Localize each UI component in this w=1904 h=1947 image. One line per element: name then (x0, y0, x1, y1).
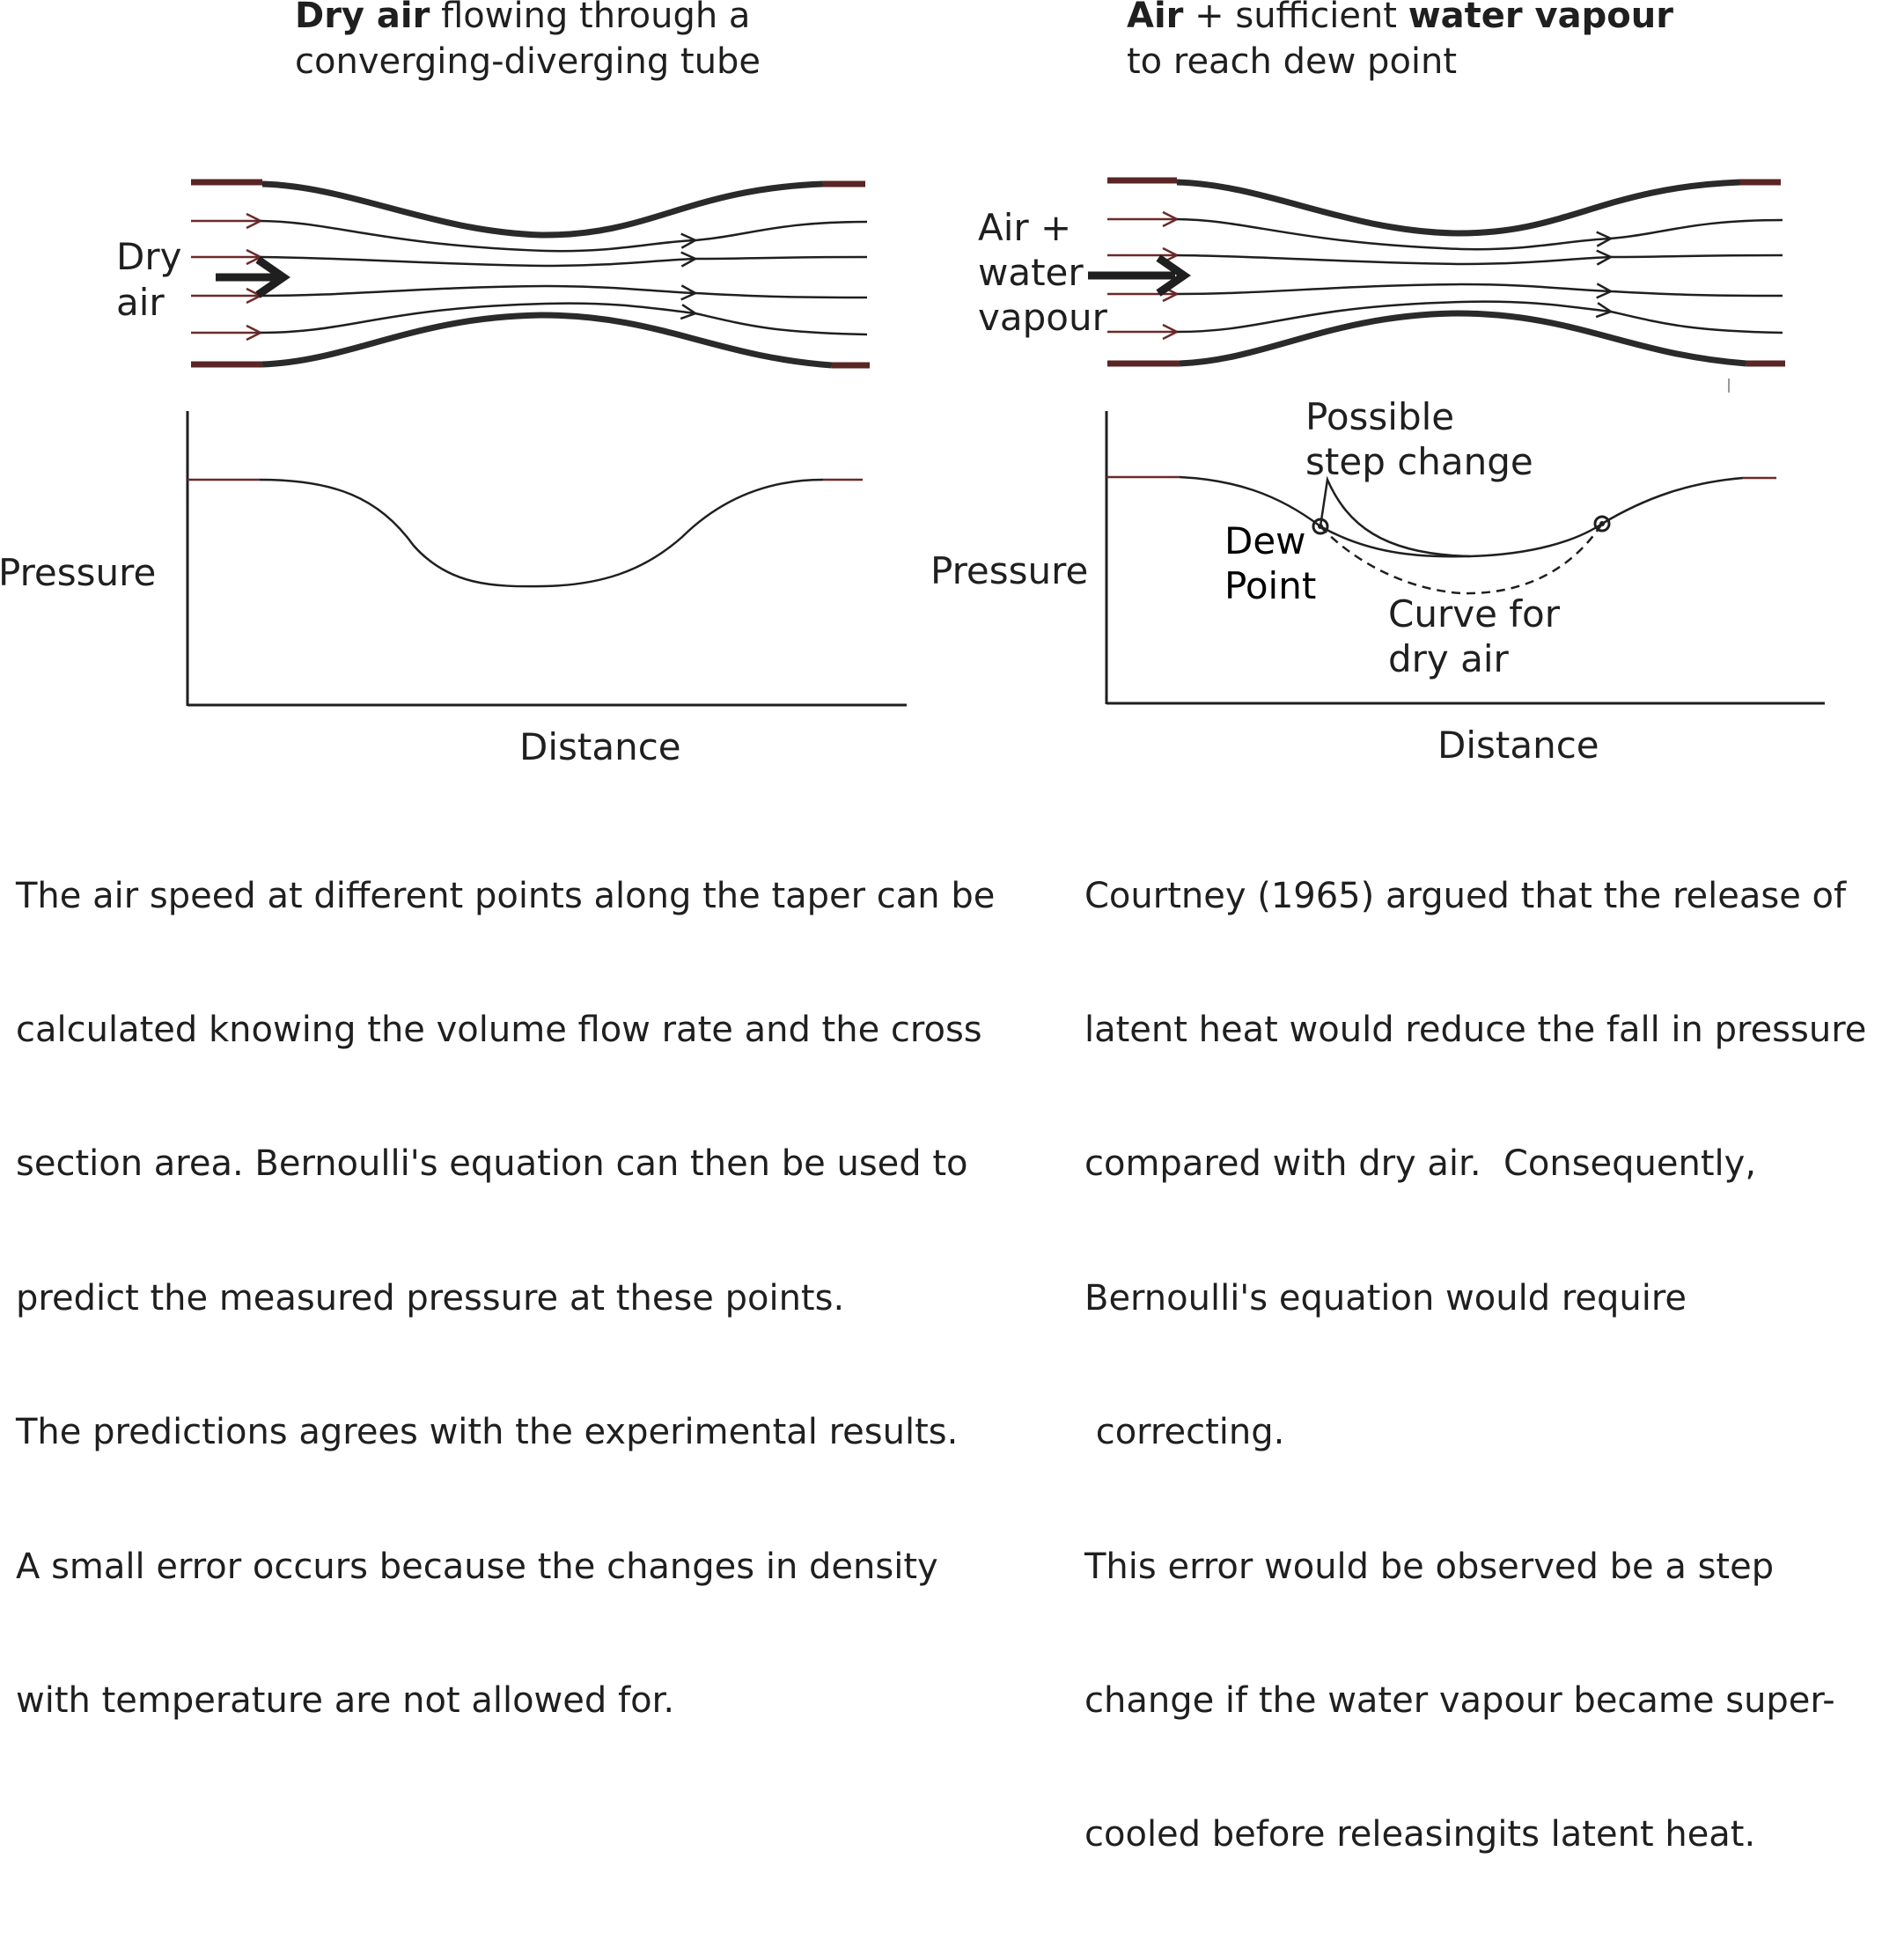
left-tube-wall-bottom (261, 312, 833, 369)
right-explanation-line: Courtney (1965) argued that the release … (1084, 875, 1847, 916)
right-title-mid: + sufficient (1183, 0, 1408, 36)
right-tube-wall-bottom (1179, 310, 1747, 367)
right-streamline-1 (1176, 217, 1611, 251)
left-explanation-line: A small error occurs because the changes… (16, 1546, 938, 1587)
annotation-dew-line2: Point (1224, 564, 1317, 607)
left-title-rest: flowing through a (430, 0, 751, 36)
left-explanation-line: section area. Bernoulli's equation can t… (16, 1143, 968, 1185)
right-inlet-label-line3: vapour (978, 296, 1107, 339)
right-explanation-line: change if the water vapour became super- (1084, 1679, 1835, 1721)
left-title-bold: Dry air (295, 0, 430, 36)
right-graph (1105, 411, 1825, 705)
left-streamline-2 (260, 257, 695, 266)
diagram-drawing (186, 177, 1825, 707)
right-title-bold2: water vapour (1408, 0, 1673, 36)
right-main-arrowhead (1156, 254, 1191, 297)
annotation-dew-line1: Dew (1224, 519, 1306, 562)
annotation-dry-line1: Curve for (1388, 592, 1561, 636)
left-outlet-3 (695, 291, 868, 299)
left-main-arrowhead (255, 256, 290, 298)
right-inlet-label-line1: Air + (978, 206, 1072, 249)
right-title-bold1: Air (1127, 0, 1184, 36)
annotation-step-change: Possible step change (1305, 394, 1533, 484)
right-explanation-line: correcting. (1084, 1412, 1285, 1453)
right-dry-air-curve (1320, 523, 1604, 595)
annotation-step-line2: step change (1305, 440, 1533, 483)
right-outlet-1 (1610, 218, 1783, 240)
left-explanation-line: predict the measured pressure at these p… (16, 1277, 845, 1319)
right-step-change-curve (1319, 475, 1471, 558)
left-streamline-3 (260, 286, 695, 296)
dew-point-marker-right (1593, 515, 1611, 533)
right-title-line2: to reach dew point (1127, 41, 1458, 82)
right-y-axis-label: Pressure (930, 549, 1089, 592)
right-tube (1088, 177, 1785, 393)
right-inlet-label: Air + water vapour (978, 205, 1107, 340)
dew-point-marker-right-core (1599, 521, 1605, 526)
right-streamline-4 (1176, 300, 1611, 334)
left-streamline-4 (260, 302, 695, 334)
right-outlet-2 (1610, 253, 1783, 259)
right-explanation-line: This error would be observed be a step (1084, 1546, 1775, 1587)
right-title: Air + sufficient water vapour to reach d… (1127, 0, 1673, 84)
left-tube (191, 179, 870, 369)
right-x-axis-label: Distance (1437, 724, 1599, 767)
right-outlet-3 (1610, 290, 1783, 298)
left-explanation: The air speed at different points along … (16, 784, 995, 1812)
left-pressure-curve (259, 478, 824, 588)
annotation-step-line1: Possible (1305, 395, 1455, 438)
left-tube-wall-top (261, 180, 824, 239)
annotation-dew-point: Dew Point (1224, 518, 1316, 608)
left-graph (186, 411, 907, 707)
right-explanation-line: cooled before releasingits latent heat. (1084, 1814, 1756, 1855)
annotation-dry-line2: dry air (1388, 637, 1509, 680)
dew-point-marker-left-core (1318, 524, 1323, 529)
left-explanation-line: The predictions agrees with the experime… (16, 1412, 959, 1453)
left-outlet-1 (695, 220, 868, 242)
right-explanation-line: Bernoulli's equation would require (1084, 1277, 1687, 1319)
annotation-dry-air-curve: Curve for dry air (1388, 591, 1560, 681)
left-streamline-1 (260, 219, 695, 253)
right-explanation: Courtney (1965) argued that the release … (1084, 784, 1866, 1947)
left-inlet-label-line2: air (116, 281, 165, 324)
right-outlet-4 (1610, 310, 1783, 334)
left-inlet-label-line1: Dry (116, 235, 182, 278)
left-title: Dry air flowing through a converging-div… (295, 0, 761, 84)
right-tube-wall-top (1176, 179, 1741, 237)
left-explanation-line: The air speed at different points along … (16, 875, 996, 916)
dew-point-marker-left (1312, 518, 1329, 535)
left-explanation-line: calculated knowing the volume flow rate … (16, 1009, 982, 1050)
left-x-axis-label: Distance (519, 725, 681, 768)
left-inlet-label: Dry air (116, 234, 181, 326)
left-title-line2: converging-diverging tube (295, 41, 761, 82)
left-explanation-line: with temperature are not allowed for. (16, 1679, 675, 1721)
right-explanation-line: compared with dry air. Consequently, (1084, 1143, 1757, 1185)
left-outlet-2 (695, 255, 868, 261)
left-y-axis-label: Pressure (0, 551, 157, 594)
right-streamline-2 (1176, 255, 1611, 264)
right-streamline-3 (1176, 284, 1611, 294)
right-inlet-label-line2: water (978, 251, 1084, 294)
right-explanation-line: latent heat would reduce the fall in pre… (1084, 1009, 1867, 1050)
left-outlet-4 (695, 312, 868, 336)
